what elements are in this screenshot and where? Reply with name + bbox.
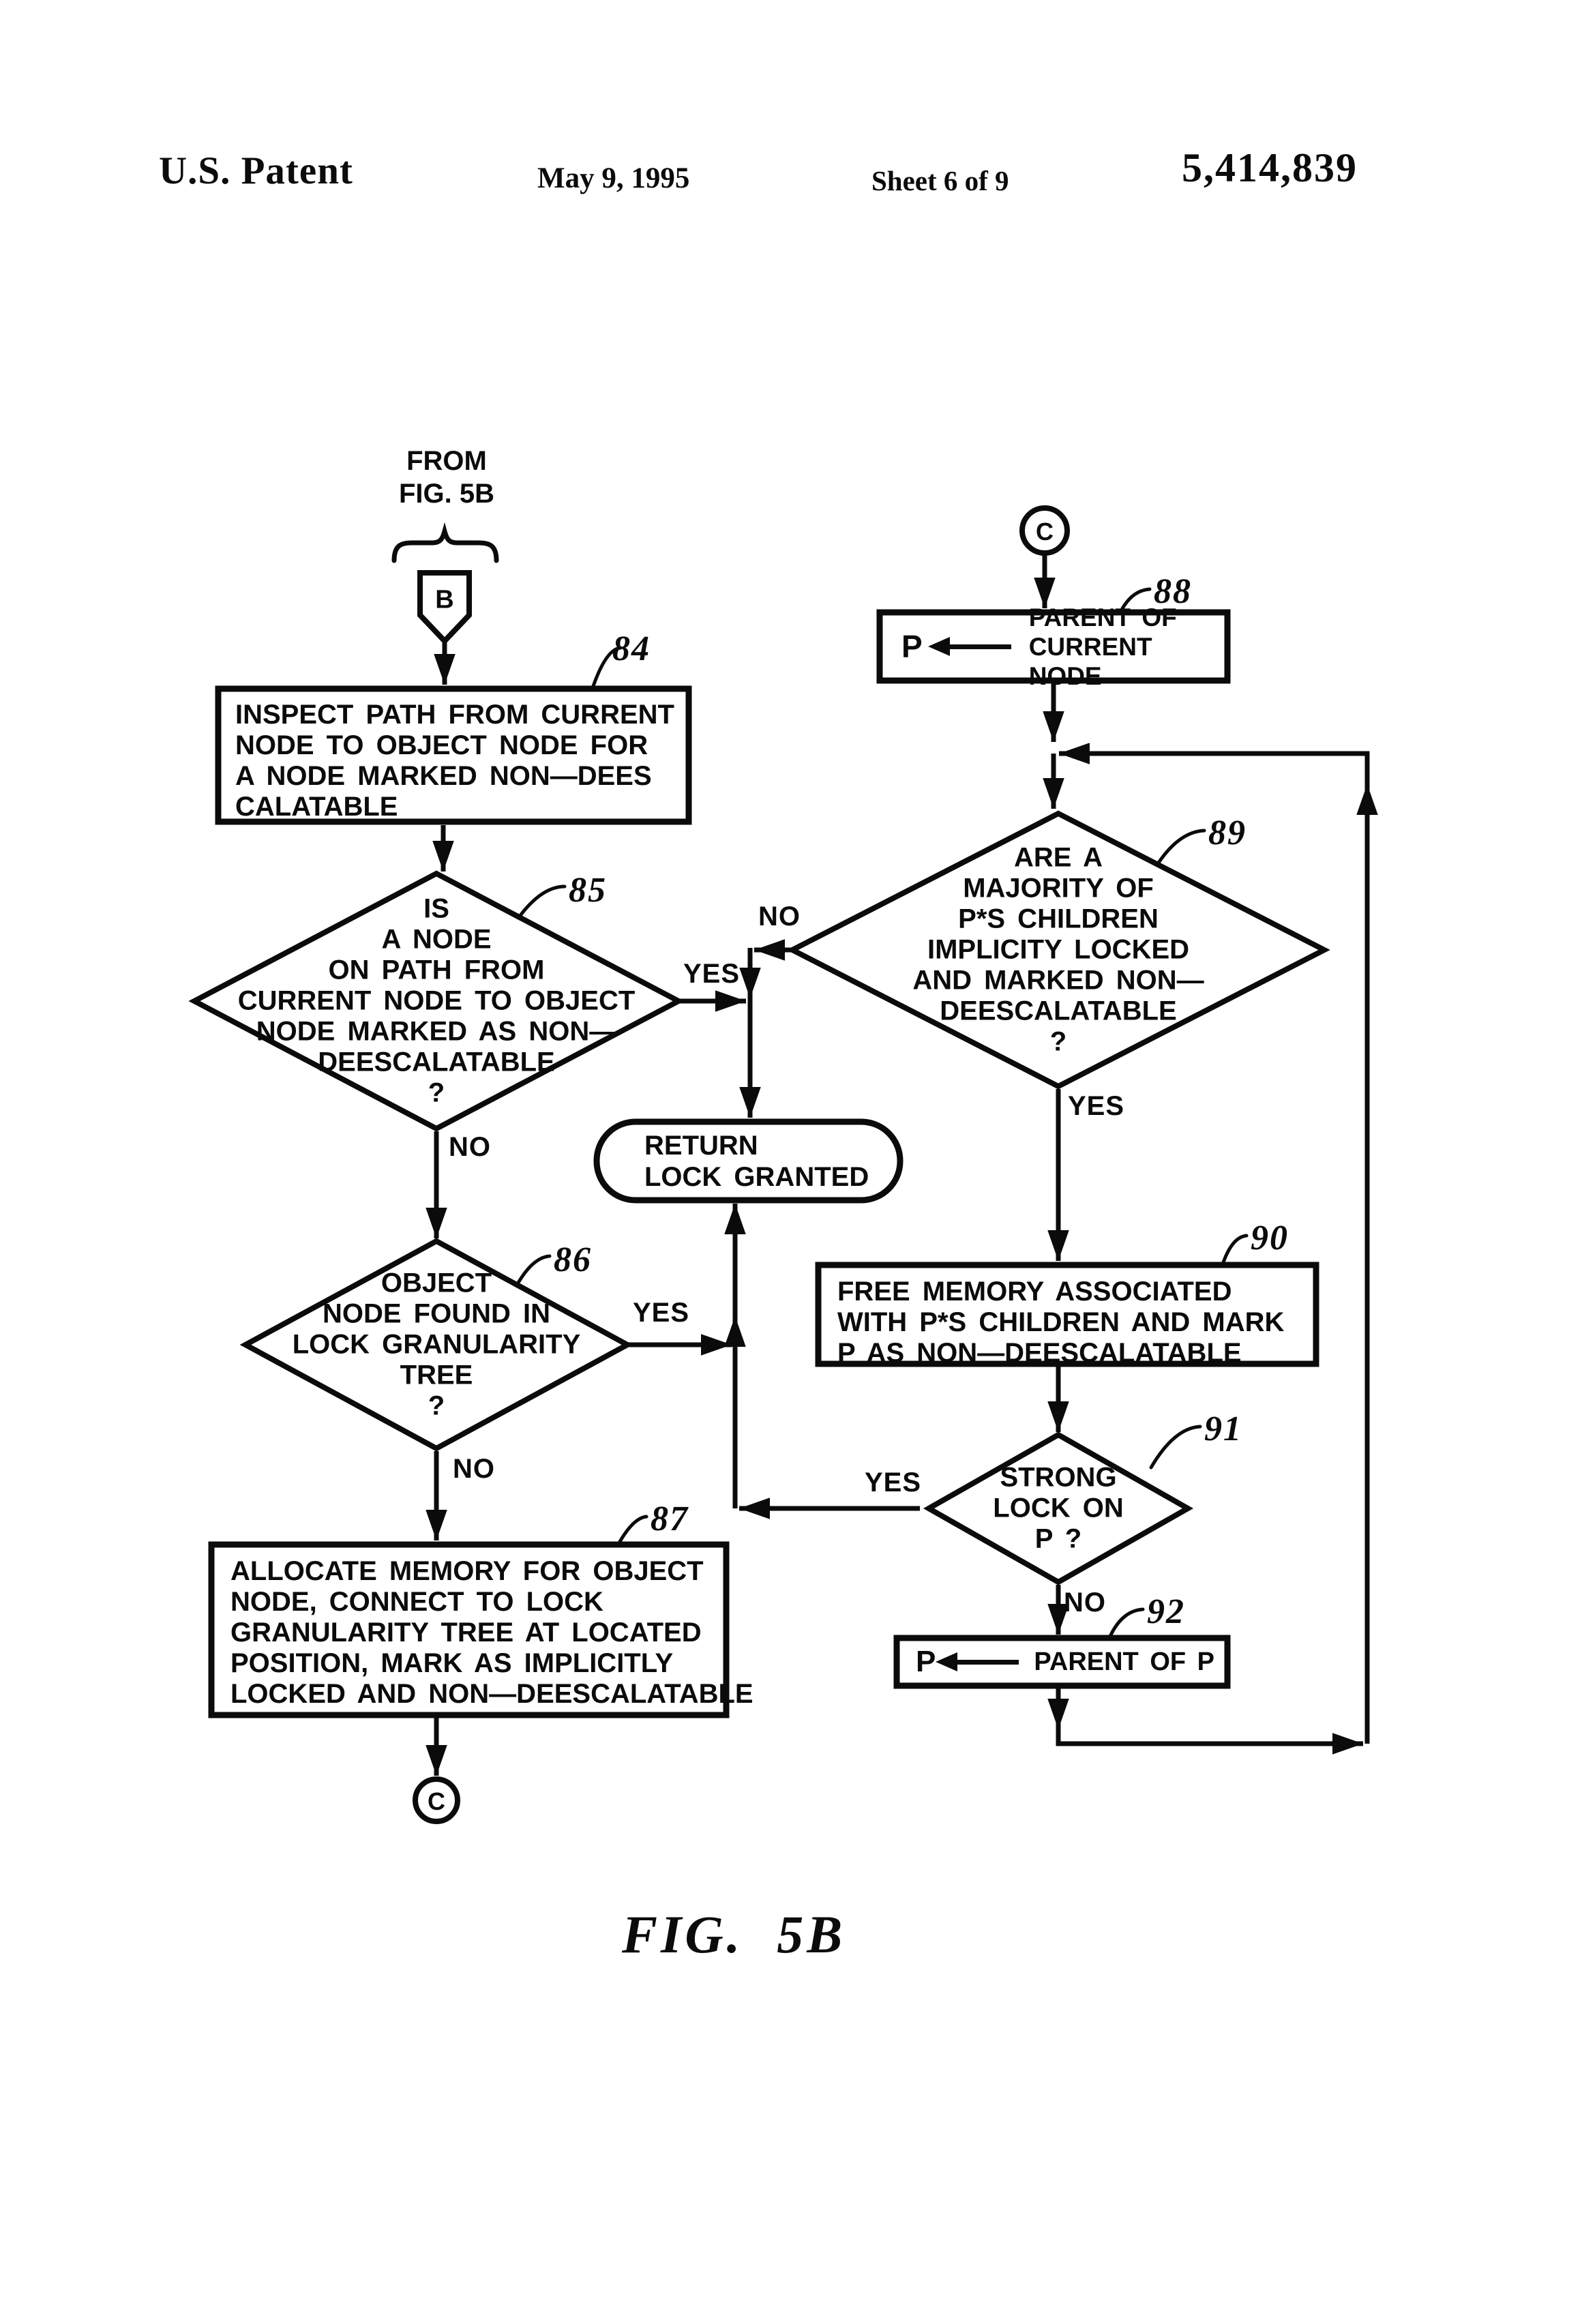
process-box-87 <box>208 1541 730 1718</box>
decision-diamond-86-text: OBJECT NODE FOUND IN LOCK GRANULARITY TR… <box>292 1268 581 1421</box>
decision-diamond-91-text: STRONG LOCK ON P ? <box>993 1462 1124 1554</box>
edge-label-yes-85: YES <box>683 959 741 989</box>
process-box-92-text: PARENT OF P <box>1034 1647 1214 1676</box>
decision-diamond-89-text: ARE A MAJORITY OF P*S CHILDREN IMPLICITY… <box>912 842 1204 1057</box>
edge-label-no-91: NO <box>1064 1588 1106 1618</box>
process-box-90-text: FREE MEMORY ASSOCIATED WITH P*S CHILDREN… <box>837 1277 1285 1368</box>
assign-left-arrow-icon <box>936 1652 1019 1671</box>
box-92-variable: P <box>916 1645 936 1678</box>
edge-label-no-89: NO <box>758 902 801 932</box>
edge-feedback-top <box>1059 743 1370 784</box>
patent-header-sheet: Sheet 6 of 9 <box>871 165 1009 196</box>
process-box-92-content: P PARENT OF P <box>897 1638 1227 1686</box>
connector-c-bottom-label: C <box>428 1787 445 1815</box>
process-box-88-text: PARENT OF CURRENT NODE <box>1028 603 1177 690</box>
leader-87 <box>616 1515 648 1547</box>
edge-label-yes-86: YES <box>633 1298 690 1328</box>
ref-number-84: 84 <box>612 629 651 668</box>
leader-84 <box>590 646 623 692</box>
box-88-variable: P <box>901 629 923 664</box>
figure-caption: FIG. 5B <box>622 1905 846 1964</box>
process-box-87-text: ALLOCATE MEMORY FOR OBJECT NODE, CONNECT… <box>230 1556 753 1709</box>
assign-left-arrow-icon <box>927 636 1011 656</box>
leader-90 <box>1220 1234 1249 1268</box>
ref-number-88: 88 <box>1154 572 1192 611</box>
leader-91 <box>1149 1425 1202 1470</box>
from-fig5b-caption: FROM FIG. 5B <box>398 446 495 509</box>
edge-label-yes-91: YES <box>865 1468 922 1498</box>
connector-c-top-label: C <box>1036 518 1054 546</box>
ref-number-90: 90 <box>1251 1219 1289 1257</box>
connector-b-label: B <box>435 585 454 614</box>
connector-c-top-circle <box>1019 505 1070 556</box>
ref-number-85: 85 <box>569 871 607 910</box>
ref-number-87: 87 <box>651 1500 689 1538</box>
ref-number-92: 92 <box>1147 1592 1185 1631</box>
process-box-88-content: P PARENT OF CURRENT NODE <box>880 604 1227 690</box>
terminator-return-granted-text: RETURN LOCK GRANTED <box>644 1131 869 1192</box>
leader-92 <box>1107 1607 1145 1641</box>
process-box-84 <box>215 685 692 825</box>
patent-header-date: May 9, 1995 <box>537 162 690 194</box>
ref-number-91: 91 <box>1204 1410 1242 1448</box>
decision-diamond-85-text: IS A NODE ON PATH FROM CURRENT NODE TO O… <box>237 893 636 1108</box>
process-box-90 <box>815 1262 1319 1367</box>
decision-diamond-91 <box>923 1431 1194 1585</box>
edge-label-no-85: NO <box>449 1132 491 1162</box>
connector-b-pentagon <box>417 570 472 645</box>
leader-86 <box>513 1254 552 1290</box>
edge-label-no-86: NO <box>453 1454 495 1484</box>
decision-diamond-85 <box>188 870 685 1132</box>
ref-number-89: 89 <box>1208 814 1247 852</box>
decision-diamond-89 <box>786 810 1330 1090</box>
ref-number-86: 86 <box>554 1240 592 1279</box>
brace-from-fig5b <box>391 522 499 563</box>
decision-diamond-86 <box>239 1238 633 1452</box>
patent-header-title: U.S. Patent <box>159 149 353 192</box>
connector-c-bottom-circle <box>413 1776 460 1824</box>
edge-label-yes-89: YES <box>1068 1091 1125 1121</box>
edge-92-elbow <box>1056 1729 1363 1755</box>
terminator-return-granted <box>593 1118 904 1204</box>
patent-header-number: 5,414,839 <box>1182 145 1358 190</box>
process-box-84-text: INSPECT PATH FROM CURRENT NODE TO OBJECT… <box>235 700 674 822</box>
